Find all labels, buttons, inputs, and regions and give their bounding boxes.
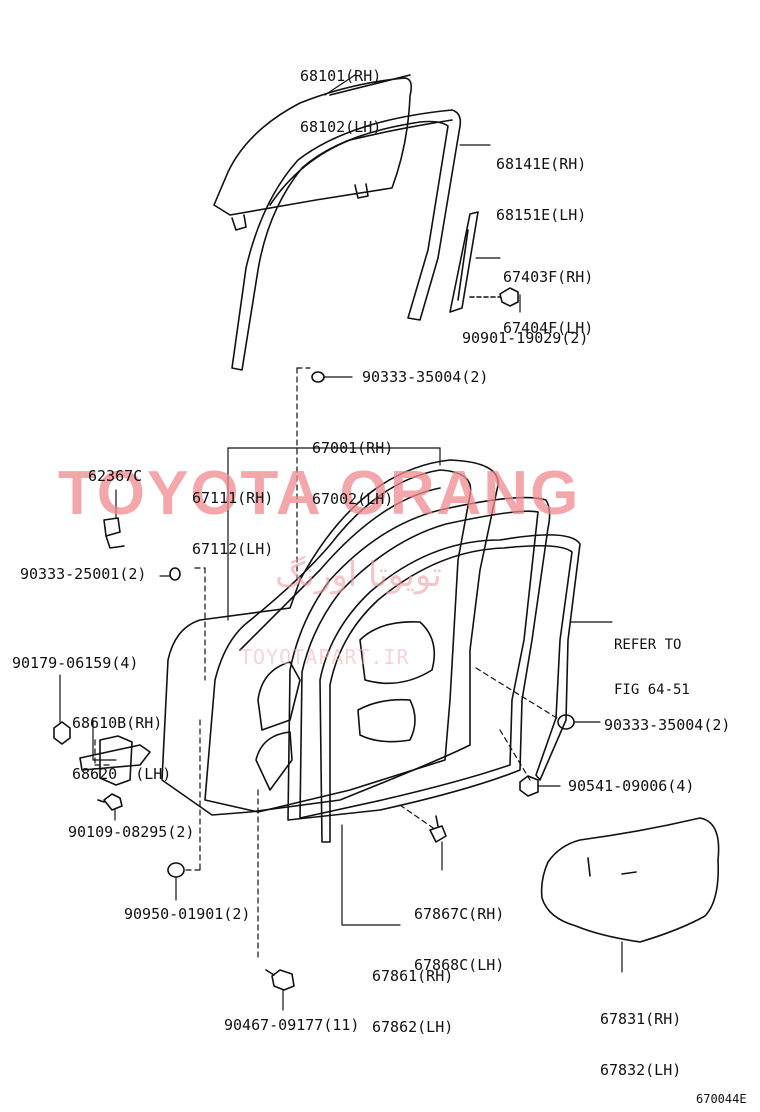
door-check [79,744,151,771]
figure-code: 670044E [696,1092,747,1106]
label-frame-sub: 67111(RH) 67112(LH) [192,456,273,575]
label-service-hole-cover-rh: 67831(RH) [600,1010,682,1028]
label-service-hole-cover-lh: 67832(LH) [600,1061,682,1079]
label-grommet: 90950-01901(2) [124,905,251,923]
label-check-assy-lh: 68620 (LH) [72,765,172,783]
label-refer: REFER TO FIG 64-51 [614,608,690,713]
nut-left [53,721,71,745]
label-glass-run-rh: 68141E(RH) [496,155,587,173]
label-hole-plug-top: 90333-35004(2) [362,368,489,386]
label-screw-bottom: 90467-09177(11) [224,1016,360,1034]
label-plug-right: 90333-35004(2) [604,716,731,734]
watermark-persian: تویوتا اورنگ [275,555,442,595]
grommet [167,862,185,878]
door-glass [213,77,412,216]
label-sash-cover: 67403F(RH) 67404F(LH) [503,235,593,354]
label-clip-lower-lh: 67868C(LH) [414,956,505,974]
label-nut: 90179-06159(4) [12,654,139,672]
watermark-site: TOYOTAPART.IR [240,645,410,669]
label-refer-line1: REFER TO [614,637,682,653]
label-plug-left: 90333-25001(2) [20,565,147,583]
door-weatherstrip [287,496,551,821]
label-refer-line2: FIG 64-51 [614,682,690,698]
hole-plug-top [311,371,325,383]
screw-sash [499,287,519,307]
label-glass-lh: 68102(LH) [300,118,382,136]
label-nut-right: 90541-09006(4) [568,777,695,795]
label-screw-sash: 90901-19029(2) [462,329,589,347]
bolt-left [97,793,123,811]
label-door-panel-lh: 67002(LH) [312,490,394,508]
hole-plug-left [169,567,181,581]
label-sash-cover-rh: 67403F(RH) [503,268,594,286]
label-glass-run: 68141E(RH) 68151E(LH) [496,122,586,241]
clip-lower [429,815,447,843]
label-door-panel: 67001(RH) 67002(LH) [312,406,393,525]
label-clip-lower: 67867C(RH) 67868C(LH) [414,872,504,991]
door-frame-sub [204,469,472,813]
label-glass: 68101(RH) 68102(LH) [300,34,381,153]
screw-bottom [265,969,295,991]
clip-62367c [103,517,125,549]
label-service-hole-cover: 67831(RH) 67832(LH) [600,977,681,1096]
label-bolt-left: 90109-08295(2) [68,823,195,841]
outer-seal [319,534,581,843]
label-weatherstrip-lh: 67862(LH) [372,1018,454,1036]
watermark-brand: TOYOTA ORANG [58,459,581,528]
label-frame-sub-lh: 67112(LH) [192,540,274,558]
label-weatherstrip-rh: 67861(RH) [372,967,454,985]
door-outer-panel [161,459,499,816]
label-door-panel-rh: 67001(RH) [312,439,394,457]
label-clip: 62367C [88,467,143,485]
door-sash-cover [449,211,479,313]
label-check-assy: 68610B(RH) 68620 (LH) [72,681,171,800]
label-sash-cover-lh: 67404F(LH) [503,319,594,337]
label-glass-rh: 68101(RH) [300,67,382,85]
service-hole-cover [540,817,720,943]
label-glass-run-lh: 68151E(LH) [496,206,587,224]
label-weatherstrip: 67861(RH) 67862(LH) [372,934,453,1053]
label-clip-lower-rh: 67867C(RH) [414,905,505,923]
nut-right [519,775,539,797]
label-frame-sub-rh: 67111(RH) [192,489,274,507]
label-check-assy-rh: 68610B(RH) [72,714,163,732]
